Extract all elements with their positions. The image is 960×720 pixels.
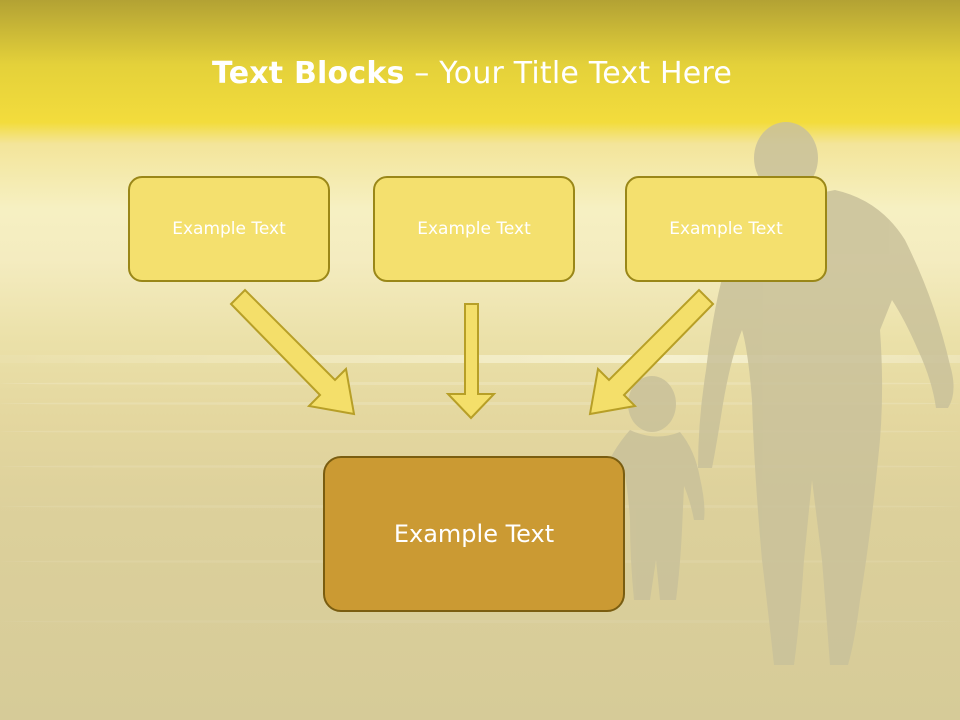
text-block-result-label: Example Text [393,520,555,548]
title-dash: – [404,56,440,91]
title-rest: Your Title Text Here [439,56,732,91]
wave-line [0,620,960,623]
wave-line [0,430,960,433]
text-block-center-label: Example Text [417,219,531,239]
slide-title: Text Blocks – Your Title Text Here [0,52,944,96]
text-block-right-label: Example Text [669,219,783,239]
text-block-right[interactable]: Example Text [625,176,827,282]
text-block-left[interactable]: Example Text [128,176,330,282]
title-bold: Text Blocks [212,56,405,91]
text-block-center[interactable]: Example Text [373,176,575,282]
text-block-left-label: Example Text [172,219,286,239]
text-block-result[interactable]: Example Text [323,456,625,612]
